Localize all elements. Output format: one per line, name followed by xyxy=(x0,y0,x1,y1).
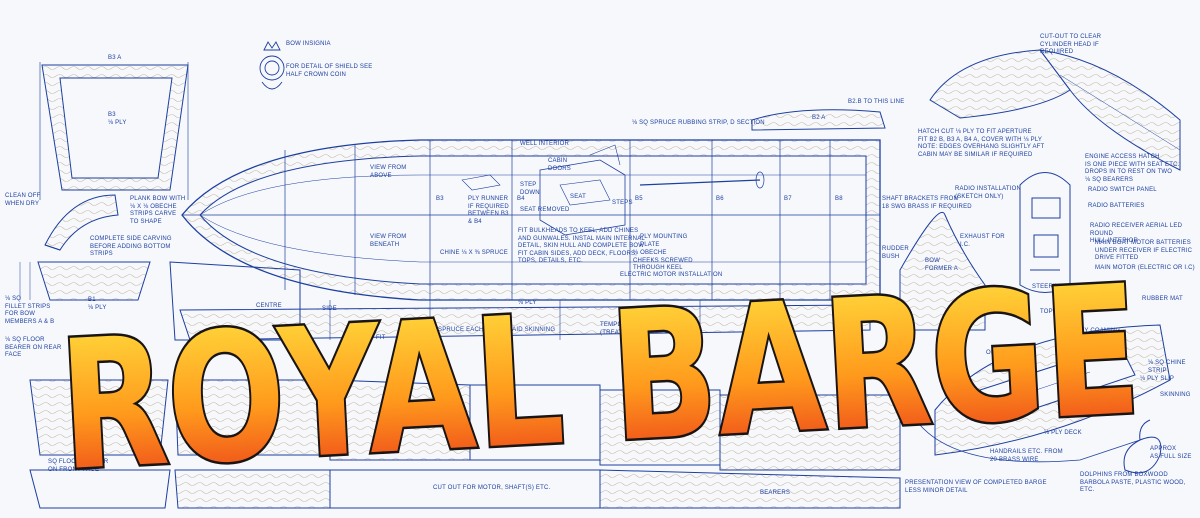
ply-mounting-label: PLY MOUNTING PLATE xyxy=(640,234,688,248)
handrails-label: HANDRAILS ETC. FROM 20 BRASS WIRE xyxy=(990,449,1063,463)
steering-label: STEERING MECHANISM xyxy=(1032,284,1105,290)
floor-bearer-rear-label: ⅛ SQ FLOOR BEARER ON REAR FACE xyxy=(5,337,62,358)
side-carving-label: COMPLETE SIDE CARVING BEFORE ADDING BOTT… xyxy=(90,236,172,257)
fit-label: FIT xyxy=(376,335,386,341)
hatch-label: HATCH CUT ⅛ PLY TO FIT APERTURE FIT B2 B… xyxy=(918,129,1045,158)
seat-label: SEAT xyxy=(570,194,587,200)
b2a-part xyxy=(751,109,886,131)
radio-install-label: RADIO INSTALLATION (SKETCH ONLY) xyxy=(955,186,1022,200)
centre-label: CENTRE xyxy=(256,303,282,309)
cabin-doors-label: CABIN DOORS xyxy=(548,158,572,172)
fit-bulkheads-label: FIT BULKHEADS TO KEEL, ADD CHINES AND GU… xyxy=(518,228,645,264)
radio-sketch-boat xyxy=(1019,172,1071,293)
side-label: SIDE xyxy=(322,306,337,312)
cut-out-label: CUT-OUT TO CLEAR CYLINDER HEAD IF REQUIR… xyxy=(1040,34,1102,55)
electric-motor-label: ELECTRIC MOTOR INSTALLATION xyxy=(620,272,723,278)
main-batteries-label: MAIN BOAT MOTOR BATTERIES UNDER RECEIVER… xyxy=(1095,240,1193,261)
b2a-label: B2 A xyxy=(812,115,826,121)
chine-strip-label: ⅛ SQ CHINE STRIP xyxy=(1148,360,1186,374)
b8-label: B8 xyxy=(835,196,843,202)
tops-ply-label: TOPS ⅛ PLY xyxy=(1040,309,1078,315)
spruce-each-side-label: ⅛ SQ SPRUCE EACH SIDE TO AID SKINNING xyxy=(420,327,556,333)
floor-bearer-front-label: SQ FLOOR BEARER ON FRONT FACE xyxy=(48,459,109,473)
bow-planking-drawing xyxy=(44,194,119,251)
templates-label: TEMPLATES FOR (TREAT AS xyxy=(600,322,653,336)
ply-slip-label: ⅛ PLY SLIP xyxy=(1140,376,1175,382)
dolphin-drawing xyxy=(1123,419,1162,474)
chine-label: CHINE ⅛ x ⅜ SPRUCE xyxy=(440,250,508,256)
ply-small-label: ⅛ PLY xyxy=(518,300,537,306)
bow-former-label: BOW FORMER A xyxy=(925,258,958,272)
hatch-small-label: OF HATCH xyxy=(986,350,1018,356)
presentation-label: PRESENTATION VIEW OF COMPLETED BARGE LES… xyxy=(905,480,1047,494)
b2b-line-label: B2.B TO THIS LINE xyxy=(848,99,905,105)
seat-removed-label: SEAT REMOVED xyxy=(520,207,570,213)
radio-receiver-label: RADIO RECEIVER AERIAL LED ROUND HULL INT… xyxy=(1090,223,1183,244)
steps-label: STEPS xyxy=(612,200,633,206)
dolphins-label: DOLPHINS FROM BOXWOOD BARBOLA PASTE, PLA… xyxy=(1080,472,1186,493)
b3-label: B3 ⅛ PLY xyxy=(108,112,127,126)
b1-label: B1 ⅛ PLY xyxy=(88,297,107,311)
clean-off-label: CLEAN OFF WHEN DRY xyxy=(5,193,41,207)
well-interior-label: WELL INTERIOR xyxy=(520,141,570,147)
frame-b3-drawing xyxy=(39,62,189,200)
b3-top-label: B3 A xyxy=(108,55,122,61)
rubbing-strip-label: ⅛ SQ SPRUCE RUBBING STRIP, D SECTION xyxy=(632,120,765,126)
hull-side-elevation xyxy=(179,300,871,341)
shield-detail-label: FOR DETAIL OF SHIELD SEE HALF CROWN COIN xyxy=(286,64,373,78)
presentation-barge xyxy=(919,324,1171,463)
skinning-label: SKINNING xyxy=(1160,392,1191,398)
lower-frames xyxy=(19,261,901,509)
main-motor-label: MAIN MOTOR (ELECTRIC OR I.C) xyxy=(1095,265,1195,271)
rudder-bush-label: RUDDER BUSH xyxy=(882,246,909,260)
b3-small-label: B3 xyxy=(436,196,444,202)
b4-label: B4 xyxy=(517,196,525,202)
cut-motor-label: CUT OUT FOR MOTOR, SHAFT(S) ETC. xyxy=(433,485,551,491)
radio-batteries-label: RADIO BATTERIES xyxy=(1088,203,1145,209)
approx-full-size-label: APPROX AS FULL SIZE xyxy=(1150,446,1192,460)
view-above-label: VIEW FROM ABOVE xyxy=(370,165,407,179)
bow-former-drawing xyxy=(899,211,986,331)
ply-runner-label: PLY RUNNER IF REQUIRED BETWEEN B3 & B4 xyxy=(468,196,509,225)
step-down-label: STEP DOWN xyxy=(520,182,540,196)
bearers-label: BEARERS xyxy=(760,490,791,496)
bow-insignia-label: BOW INSIGNIA xyxy=(286,41,331,47)
rubber-mat-label: RUBBER MAT xyxy=(1142,296,1183,302)
b6-label: B6 xyxy=(716,196,724,202)
radio-switch-label: RADIO SWITCH PANEL xyxy=(1088,187,1157,193)
obeche-cheeks-label: ⅛ OBECHE CHEEKS SCREWED THROUGH KEEL xyxy=(633,250,693,271)
shaft-brackets-label: SHAFT BRACKETS FROM 18 SWG BRASS IF REQU… xyxy=(882,196,972,210)
ply-deck-label: ⅛ PLY DECK xyxy=(1044,430,1082,436)
exhaust-label: EXHAUST FOR I.C. xyxy=(960,234,1005,248)
view-beneath-label: VIEW FROM BENEATH xyxy=(370,234,407,248)
b7-label: B7 xyxy=(784,196,792,202)
fillet-strips-label: ⅛ SQ FILLET STRIPS FOR BOW MEMBERS A & B xyxy=(5,296,55,325)
crown-insignia xyxy=(259,41,285,90)
ply-coaming-label: ⅛ PLY COAMING xyxy=(1070,328,1121,334)
engine-hatch-label: ENGINE ACCESS HATCH IS ONE PIECE WITH SE… xyxy=(1085,154,1180,183)
hull-plan-view xyxy=(181,139,881,301)
b5-label: B5 xyxy=(635,196,643,202)
hatch-cover-drawing xyxy=(929,49,1181,171)
plank-bow-label: PLANK BOW WITH ⅛ x ⅛ OBECHE STRIPS CARVE… xyxy=(130,196,186,225)
